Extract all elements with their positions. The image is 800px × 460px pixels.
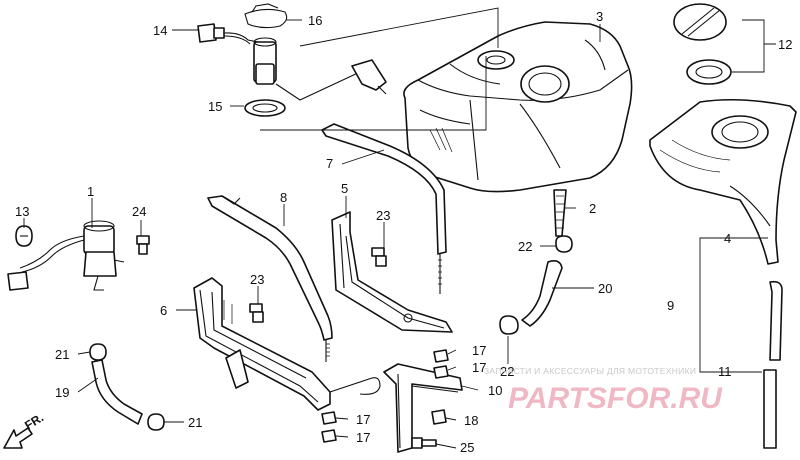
ref-19: 19 bbox=[55, 385, 69, 400]
ref-15: 15 bbox=[208, 99, 222, 114]
ref-7: 7 bbox=[326, 156, 333, 171]
tank-band-left bbox=[207, 195, 333, 362]
hose-20 bbox=[521, 260, 563, 327]
ref-2: 2 bbox=[589, 201, 596, 216]
ref-22-upper: 22 bbox=[518, 239, 532, 254]
ref-24: 24 bbox=[132, 204, 146, 219]
nut-18 bbox=[431, 409, 447, 425]
ref-5: 5 bbox=[341, 181, 348, 196]
ref-23-lower: 23 bbox=[250, 272, 264, 287]
ref-21-lower: 21 bbox=[188, 415, 202, 430]
ref-4: 4 bbox=[724, 231, 731, 246]
ref-25: 25 bbox=[460, 440, 474, 455]
nut-17-b bbox=[433, 365, 449, 379]
reference-numbers: 14 16 15 3 12 1 13 24 8 7 5 23 23 6 2 22… bbox=[15, 9, 792, 455]
ref-6: 6 bbox=[160, 303, 167, 318]
leader-lines bbox=[23, 19, 776, 449]
hose-clip bbox=[15, 225, 33, 247]
fuel-tank bbox=[403, 21, 633, 193]
watermark-logo: PARTSFOR.RU bbox=[508, 382, 723, 415]
ref-20: 20 bbox=[598, 281, 612, 296]
bolt-23-lower bbox=[249, 303, 264, 323]
drain-tube bbox=[763, 280, 783, 449]
ref-17-c: 17 bbox=[356, 412, 370, 427]
sender-to-tank-line bbox=[299, 7, 499, 48]
tank-frame bbox=[193, 277, 381, 411]
ref-21-upper: 21 bbox=[55, 347, 69, 362]
ref-13: 13 bbox=[15, 204, 29, 219]
ref-16: 16 bbox=[308, 13, 322, 28]
ref-12: 12 bbox=[778, 37, 792, 52]
ref-17-b: 17 bbox=[472, 360, 486, 375]
fuel-pump bbox=[7, 220, 125, 291]
front-direction-indicator: FR. bbox=[3, 410, 46, 449]
clip-21-lower bbox=[147, 413, 165, 431]
watermark: ЗАПЧАСТИ И АКСЕССУАРЫ ДЛЯ МОТОТЕХНИКИ PA… bbox=[484, 366, 723, 415]
nut-17-a bbox=[433, 349, 449, 363]
ref-23-upper: 23 bbox=[376, 208, 390, 223]
ref-9: 9 bbox=[667, 298, 674, 313]
tank-bracket bbox=[331, 211, 453, 333]
clip-22-lower bbox=[499, 315, 519, 335]
lower-bracket bbox=[383, 363, 463, 453]
hose-19 bbox=[91, 359, 143, 425]
bolt-23-upper bbox=[371, 247, 387, 267]
ref-3: 3 bbox=[596, 9, 603, 24]
clip-22-upper bbox=[555, 235, 573, 253]
ref-17-a: 17 bbox=[472, 343, 486, 358]
wire-harness bbox=[197, 23, 259, 45]
packing-ring bbox=[244, 99, 286, 117]
bolt-25 bbox=[411, 437, 437, 449]
arrow-icon bbox=[3, 427, 33, 449]
ref-17-d: 17 bbox=[356, 430, 370, 445]
packing-to-tank-line bbox=[260, 56, 487, 131]
bolt-24 bbox=[136, 235, 150, 255]
drain-plug bbox=[553, 189, 567, 237]
ref-14: 14 bbox=[153, 23, 167, 38]
ref-22-lower: 22 bbox=[500, 364, 514, 379]
watermark-caption: ЗАПЧАСТИ И АКСЕССУАРЫ ДЛЯ МОТОТЕХНИКИ bbox=[484, 366, 696, 376]
nut-17-d bbox=[321, 429, 337, 443]
ref-18: 18 bbox=[464, 413, 478, 428]
clip-21-upper bbox=[89, 343, 107, 361]
filler-tray bbox=[649, 98, 797, 265]
ref-10: 10 bbox=[488, 383, 502, 398]
fuel-sender-unit bbox=[244, 3, 387, 101]
ref-8: 8 bbox=[280, 190, 287, 205]
ref-1: 1 bbox=[87, 184, 94, 199]
nut-17-c bbox=[321, 411, 337, 425]
ref-11: 11 bbox=[718, 364, 732, 379]
tank-cap bbox=[673, 3, 732, 85]
